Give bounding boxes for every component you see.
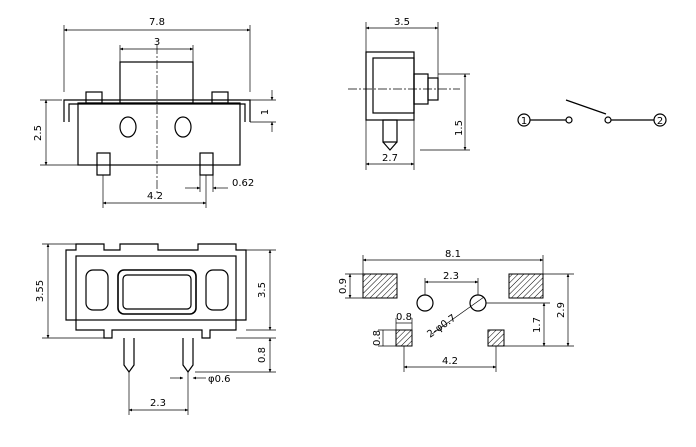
right-tab: [211, 91, 229, 104]
right-pin: [199, 152, 214, 176]
pad-top-left: [362, 273, 398, 299]
dim-hole-spacing: 2.3: [443, 271, 459, 282]
dim-pin-height: 1.5: [454, 120, 465, 136]
side-view: 3.5 1.5 2.7: [348, 17, 470, 170]
dim-pin-offset: 2.7: [382, 153, 398, 164]
dim-height: 2.5: [33, 125, 44, 141]
top-view: 3.55 3.5 0.8 φ0.6 2.3: [35, 243, 276, 415]
switch-schematic: 1 2: [517, 99, 667, 127]
front-view: 7.8 3 2.5 1 4.2 0.62: [33, 17, 276, 208]
dim-overall-height: 2.9: [556, 302, 567, 318]
dim-hole-offset: 1.7: [532, 317, 543, 333]
center-actuator: [117, 269, 197, 315]
dim-pin-pitch: 4.2: [147, 191, 163, 202]
dim-small-pad-spacing: 4.2: [442, 356, 458, 367]
switch-lever: [565, 99, 607, 115]
pad-bottom-left: [395, 329, 413, 347]
left-slot: [85, 269, 109, 311]
dim-overall-width: 8.1: [445, 249, 461, 260]
dim-pin-spacing: 2.3: [150, 398, 166, 409]
side-pin: [382, 119, 398, 143]
right-slot: [205, 269, 229, 311]
dim-pin-length: 0.8: [257, 347, 268, 363]
terminal-2-label: 2: [657, 116, 663, 127]
dim-pin-width: 0.62: [232, 178, 254, 189]
dim-stroke: 1: [260, 109, 271, 115]
dim-pad-height: 0.9: [338, 278, 349, 294]
pcb-layout: 8.1 0.9 2.3 2-φ0.7 0.8 0.8 1.7 2.9: [338, 249, 574, 372]
dim-width: 7.8: [149, 17, 165, 28]
pad-top-right: [508, 273, 544, 299]
left-pin: [96, 152, 111, 176]
dim-pin-diameter: φ0.6: [208, 374, 231, 385]
dim-hole-label: 2-φ0.7: [425, 313, 458, 341]
metal-frame: [63, 99, 251, 122]
dim-depth: 3.5: [394, 17, 410, 28]
right-pin-top: [182, 338, 194, 374]
switch-body: [77, 102, 241, 166]
left-hole: [119, 116, 137, 138]
pad-bottom-right: [487, 329, 505, 347]
top-body-outline: [65, 243, 247, 339]
terminal-2-circle: [653, 113, 667, 127]
left-tab: [85, 91, 103, 104]
plunger: [119, 61, 194, 104]
terminal-1-label: 1: [521, 116, 527, 127]
left-pin-top: [123, 338, 135, 374]
dim-pad-width: 0.8: [396, 312, 412, 323]
hole-left: [416, 294, 434, 312]
dim-inner-height: 3.5: [257, 282, 268, 298]
dim-small-pad-height: 0.8: [372, 330, 383, 346]
dim-plunger: 3: [154, 37, 160, 48]
dim-body-height: 3.55: [35, 280, 46, 302]
right-hole: [174, 116, 192, 138]
